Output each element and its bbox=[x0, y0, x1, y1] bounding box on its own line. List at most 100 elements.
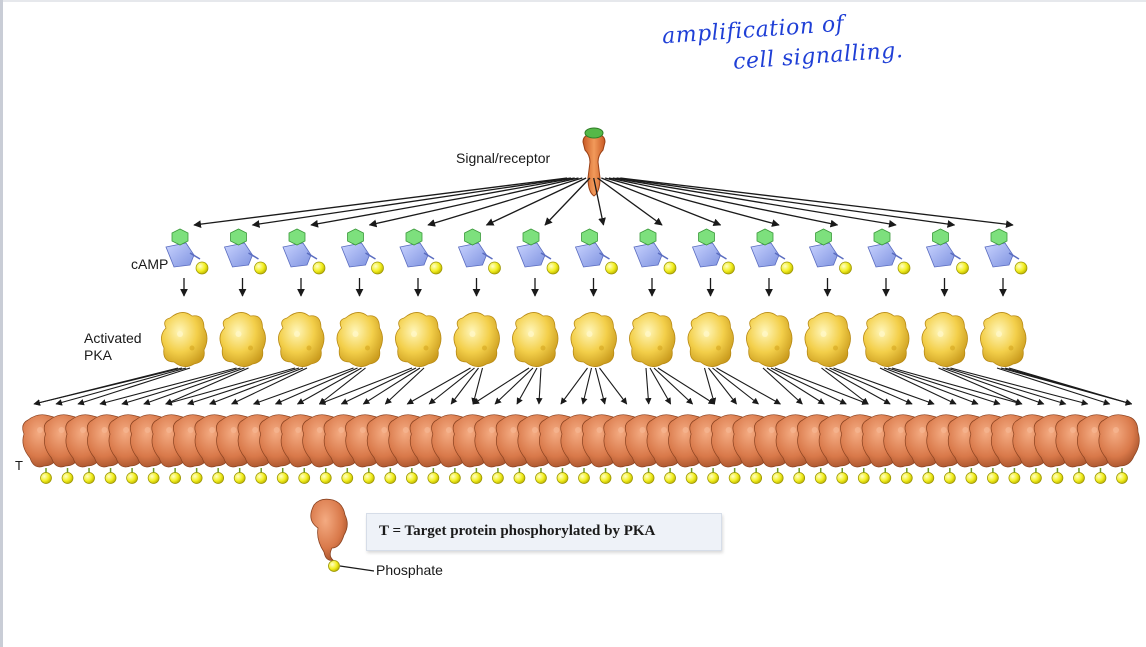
target-row-marker: T bbox=[15, 458, 23, 473]
phosphate-icon bbox=[642, 472, 655, 484]
phosphorylation-arrow bbox=[657, 367, 716, 405]
phosphorylation-arrow bbox=[252, 367, 354, 406]
phosphorylation-arrow bbox=[318, 367, 366, 405]
phosphorylation-arrow bbox=[1008, 367, 1133, 406]
activated-pka-label-line2: PKA bbox=[84, 347, 113, 363]
pka-enzyme-icon bbox=[512, 312, 559, 367]
pka-enzyme-icon bbox=[746, 312, 793, 367]
phosphorylation-arrow bbox=[384, 367, 425, 405]
phosphate-icon bbox=[685, 472, 698, 484]
phosphorylation-arrow bbox=[649, 367, 672, 405]
camp-molecule-icon bbox=[574, 228, 618, 275]
signal-arrow bbox=[593, 177, 606, 226]
phosphorylation-arrow bbox=[887, 367, 1001, 406]
phosphate-icon bbox=[965, 472, 978, 484]
phosphate-icon bbox=[599, 472, 612, 484]
phosphorylation-arrow bbox=[472, 367, 530, 405]
signal-arrow bbox=[544, 177, 591, 226]
phosphorylation-arrow bbox=[581, 367, 593, 405]
phosphate-icon bbox=[276, 472, 289, 484]
phosphorylation-arrow bbox=[362, 367, 421, 405]
phosphate-icon bbox=[233, 472, 246, 484]
camp-to-pka-arrows bbox=[180, 278, 1007, 297]
phosphorylation-arrow bbox=[121, 367, 241, 406]
pka-enzyme-icon bbox=[687, 312, 734, 367]
top-border bbox=[0, 0, 1146, 2]
phosphate-icon bbox=[922, 472, 935, 484]
phosphate-icon bbox=[449, 472, 461, 484]
phosphorylation-arrow bbox=[516, 367, 538, 405]
pka-enzyme-icon bbox=[395, 312, 442, 367]
phosphate-icon bbox=[771, 472, 784, 484]
camp-label: cAMP bbox=[131, 256, 169, 272]
phosphorylation-arrow bbox=[883, 367, 979, 405]
phosphate-icon bbox=[1094, 472, 1107, 484]
signal-arrow bbox=[597, 177, 663, 226]
phosphate-icon bbox=[1051, 472, 1064, 484]
camp-molecule-icon bbox=[750, 228, 794, 275]
phosphate-icon bbox=[319, 472, 332, 484]
phosphate-icon bbox=[1073, 472, 1085, 484]
phosphorylation-arrow bbox=[165, 367, 296, 406]
camp-molecule-icon bbox=[808, 228, 852, 275]
camp-molecule-icon bbox=[282, 228, 326, 275]
phosphate-icon bbox=[621, 472, 633, 484]
signal-arrow bbox=[485, 177, 587, 226]
pka-enzyme-icon bbox=[570, 312, 617, 367]
receptor-to-camp-arrows bbox=[193, 177, 1014, 229]
target-protein-icon bbox=[1098, 414, 1140, 484]
phosphate-icon bbox=[61, 472, 74, 484]
signal-receptor-icon bbox=[582, 127, 606, 197]
phosphorylation-arrow bbox=[774, 367, 869, 405]
pka-row bbox=[161, 312, 1027, 367]
signal-arrow bbox=[608, 177, 839, 228]
signal-arrow bbox=[616, 177, 956, 228]
phosphorylation-arrow bbox=[879, 367, 957, 405]
phosphate-icon bbox=[664, 472, 676, 484]
camp-molecule-icon bbox=[984, 228, 1028, 275]
target-protein-row bbox=[22, 414, 1140, 484]
phosphorylation-arrow bbox=[209, 367, 304, 405]
phosphate-icon bbox=[492, 472, 504, 484]
camp-molecule-icon bbox=[223, 228, 267, 275]
phosphorylation-arrow bbox=[231, 367, 308, 405]
signal-arrow bbox=[604, 177, 780, 227]
pka-enzyme-icon bbox=[278, 312, 325, 367]
pka-enzyme-icon bbox=[336, 312, 383, 367]
phosphorylation-arrow bbox=[716, 367, 781, 405]
phosphorylation-arrow bbox=[450, 367, 479, 405]
phosphate-icon bbox=[40, 472, 52, 484]
phosphate-icon bbox=[126, 472, 138, 484]
camp-molecule-icon bbox=[457, 228, 501, 275]
phosphorylation-arrow bbox=[471, 367, 484, 405]
phosphate-leader-line bbox=[339, 565, 375, 572]
phosphorylation-arrow bbox=[950, 367, 1089, 406]
camp-molecule-icon bbox=[165, 228, 209, 275]
phosphorylation-arrow bbox=[833, 367, 935, 406]
phosphate-icon bbox=[427, 472, 440, 484]
phosphate-icon bbox=[836, 472, 849, 484]
phosphorylation-arrow bbox=[821, 367, 869, 405]
phosphorylation-arrow bbox=[55, 367, 187, 406]
phosphorylation-arrow bbox=[942, 367, 1045, 406]
signal-arrow bbox=[612, 177, 897, 228]
pka-enzyme-icon bbox=[219, 312, 266, 367]
signal-arrow bbox=[368, 177, 579, 228]
camp-molecule-icon bbox=[516, 228, 560, 275]
phosphate-icon bbox=[814, 472, 827, 484]
phosphate-icon bbox=[298, 472, 311, 484]
phosphate-icon bbox=[750, 472, 763, 484]
phosphate-icon bbox=[169, 472, 181, 484]
phosphorylation-arrow bbox=[703, 367, 717, 405]
phosphate-icon bbox=[1030, 472, 1042, 484]
phosphorylation-arrow bbox=[938, 367, 1023, 405]
phosphate-icon bbox=[212, 472, 225, 484]
phosphorylation-arrow bbox=[406, 367, 471, 405]
phosphorylation-arrow bbox=[653, 367, 694, 405]
phosphate-icon bbox=[190, 472, 203, 484]
phosphorylation-arrow bbox=[712, 367, 759, 405]
phosphate-icon bbox=[707, 472, 719, 484]
phosphate-label: Phosphate bbox=[376, 562, 443, 578]
phosphorylation-arrow bbox=[143, 367, 245, 406]
